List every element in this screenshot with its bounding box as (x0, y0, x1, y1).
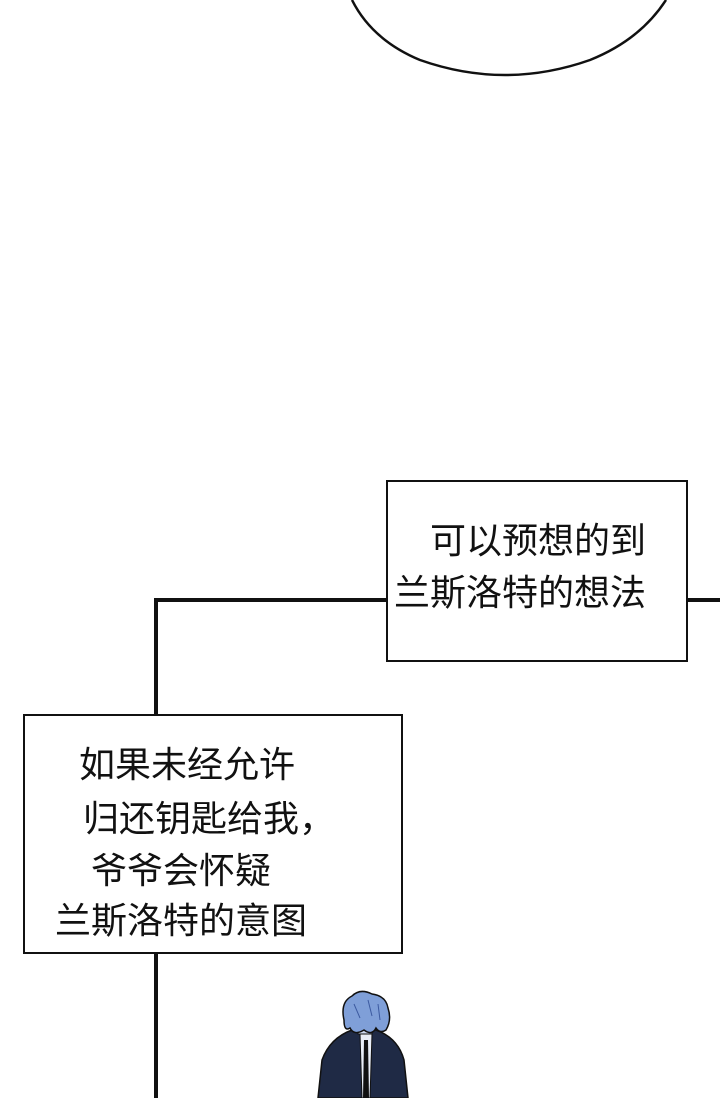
caption-bottom-line-2: 归还钥匙给我， (83, 799, 336, 840)
caption-box-bottom: 如果未经允许 归还钥匙给我， 爷爷会怀疑 兰斯洛特的意图 (23, 714, 403, 954)
caption-box-top: 可以预想的到 兰斯洛特的想法 (386, 480, 688, 662)
caption-bottom-line-1: 如果未经允许 (79, 745, 296, 786)
connector-line-upper (154, 598, 386, 714)
character-figure (317, 990, 409, 1098)
caption-bottom-line-3: 爷爷会怀疑 (91, 851, 272, 892)
speech-bubble-arc (350, 0, 668, 77)
caption-bottom-line-4: 兰斯洛特的意图 (55, 901, 308, 942)
caption-top-line-1: 可以预想的到 (430, 521, 647, 562)
caption-top-line-2: 兰斯洛特的想法 (394, 573, 647, 614)
